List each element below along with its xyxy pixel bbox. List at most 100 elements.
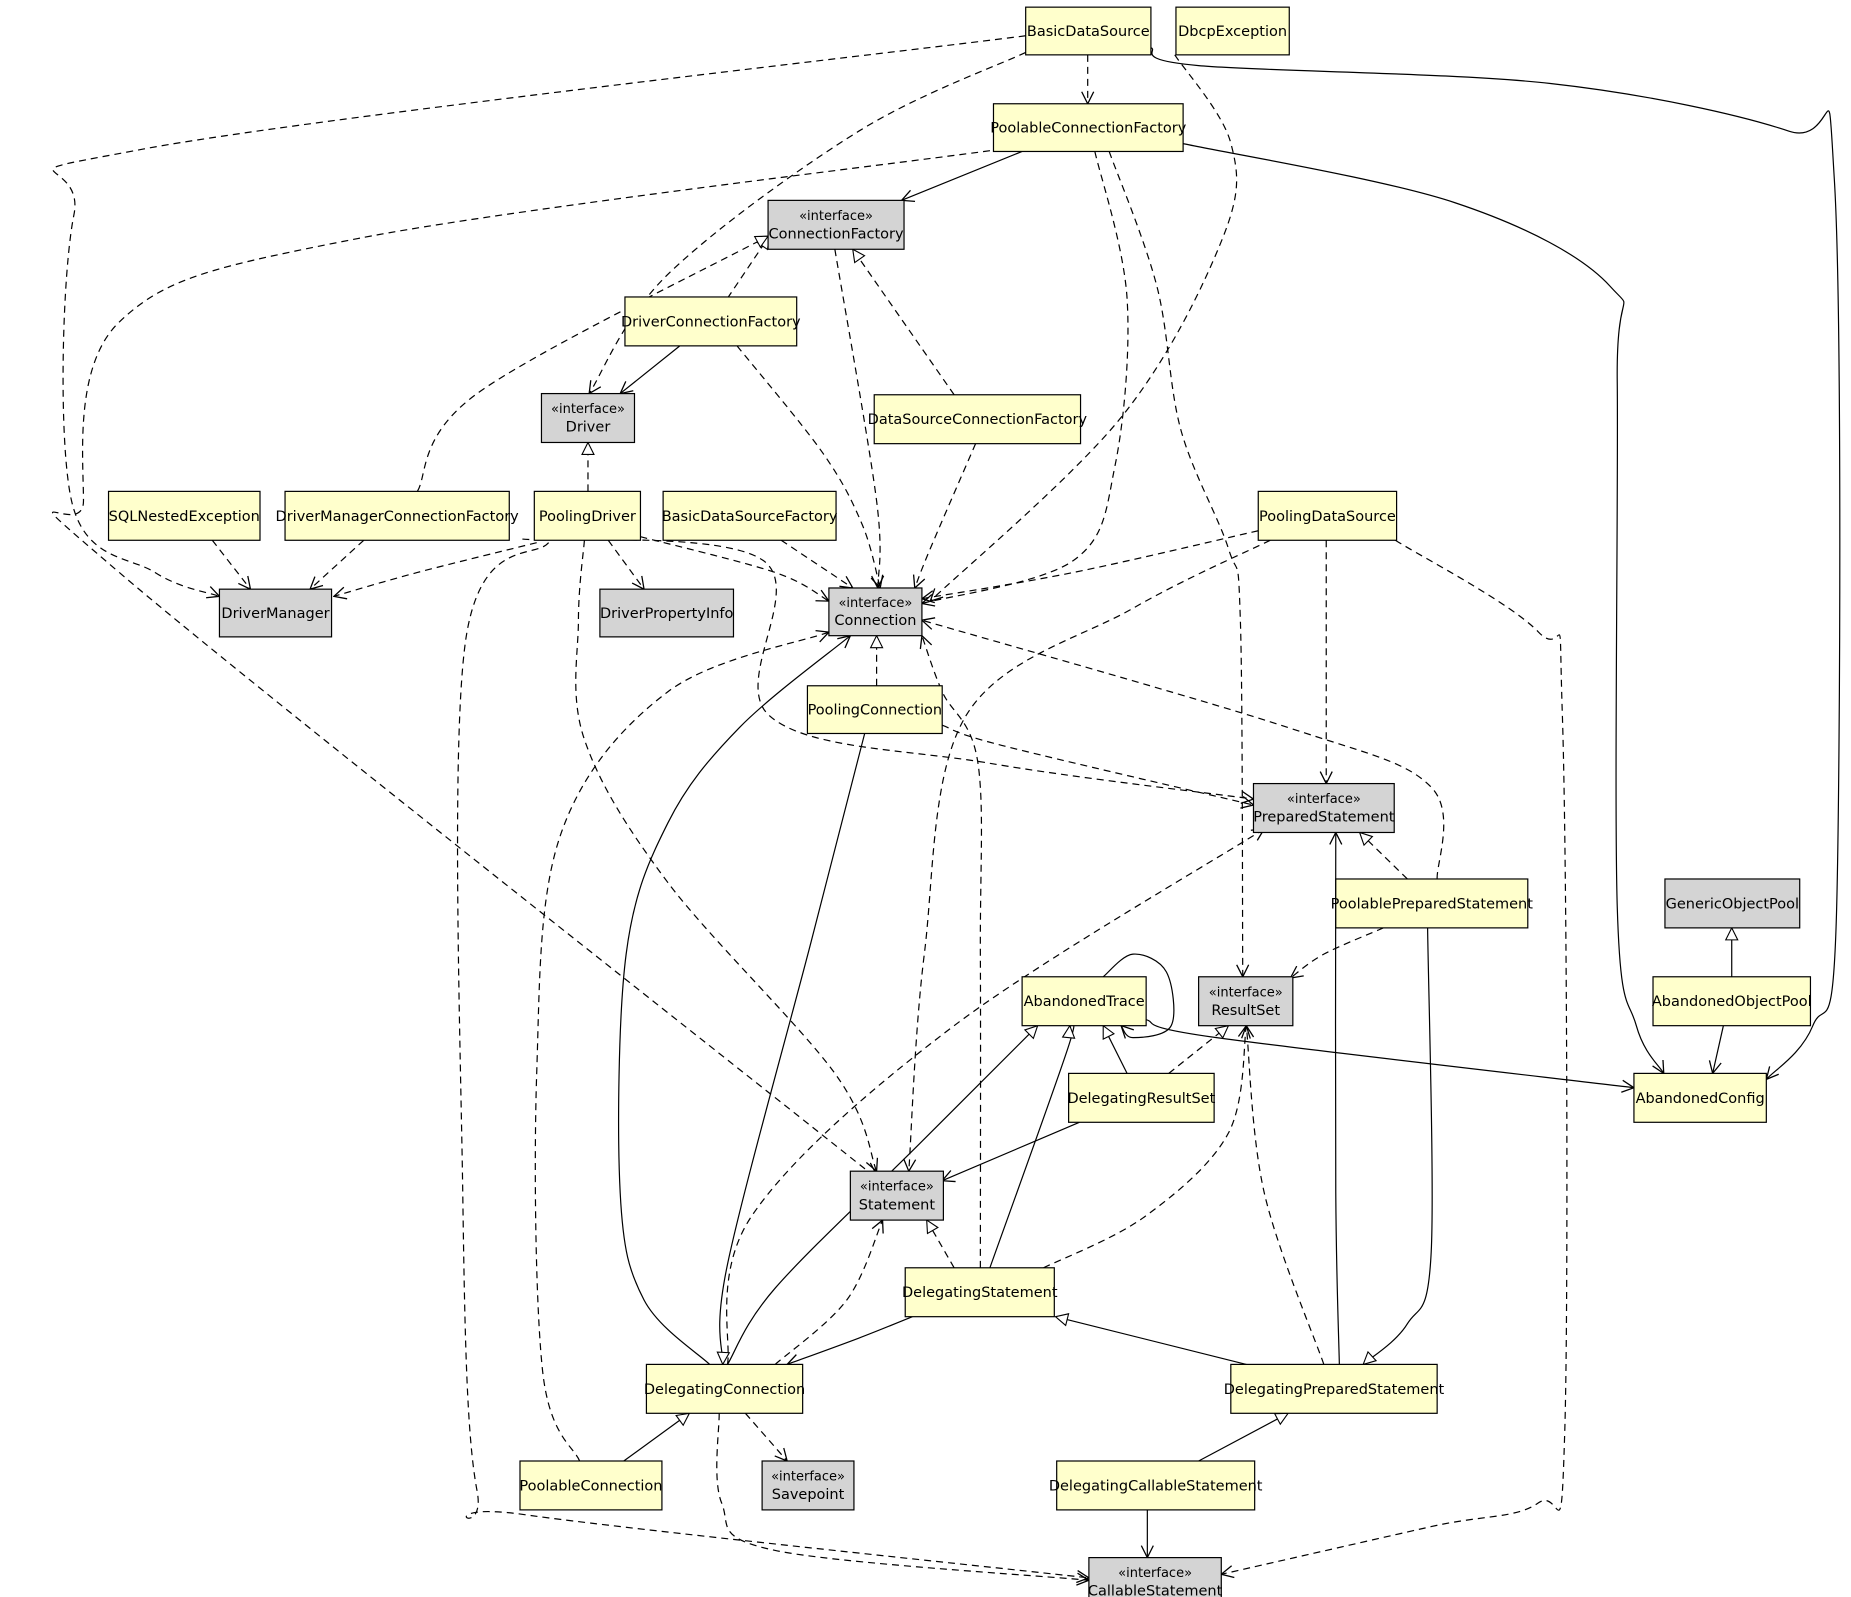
node-DriverManagerConnectionFactory[interactable]: DriverManagerConnectionFactory <box>276 490 520 541</box>
node-BasicDataSource[interactable]: BasicDataSource <box>1025 6 1152 56</box>
edge-association-PoolableConnectionFactory-to-ConnectionFactory <box>902 150 1023 200</box>
node-DataSourceConnectionFactory[interactable]: DataSourceConnectionFactory <box>868 394 1088 445</box>
edge-dependency-DelegatingStatement-to-ResultSet <box>1043 1026 1247 1269</box>
node-PoolableConnectionFactory-label: PoolableConnectionFactory <box>990 121 1186 137</box>
node-DelegatingResultSet-label: DelegatingResultSet <box>1067 1091 1215 1107</box>
node-DriverConnectionFactory-label: DriverConnectionFactory <box>621 314 801 330</box>
node-BasicDataSourceFactory-box <box>662 490 837 541</box>
node-ResultSet[interactable]: «interface»ResultSet <box>1198 976 1294 1027</box>
node-PoolingDriver-label: PoolingDriver <box>539 509 636 525</box>
node-PoolableConnection-box <box>519 1460 663 1511</box>
node-DelegatingConnection-box <box>645 1363 804 1414</box>
node-ResultSet-label: ResultSet <box>1211 1003 1280 1019</box>
node-Statement[interactable]: «interface»Statement <box>849 1170 944 1221</box>
node-DriverConnectionFactory-box <box>624 296 798 347</box>
edge-association-DelegatingStatement-to-DelegatingConnection <box>787 1316 913 1365</box>
node-Savepoint-label: Savepoint <box>772 1487 845 1503</box>
edge-dependency-PoolingDriver-to-DriverPropertyInfo <box>607 539 644 589</box>
node-DataSourceConnectionFactory-box <box>873 394 1082 445</box>
node-SQLNestedException-box <box>107 490 261 541</box>
node-SQLNestedException-label: SQLNestedException <box>109 509 260 525</box>
node-DelegatingResultSet-box <box>1068 1072 1215 1123</box>
node-ConnectionFactory-box <box>767 199 905 250</box>
node-AbandonedConfig[interactable]: AbandonedConfig <box>1633 1072 1767 1123</box>
node-Savepoint[interactable]: «interface»Savepoint <box>761 1460 855 1511</box>
edge-dependency-PoolingDataSource-to-Connection <box>922 530 1259 599</box>
edge-realization-PoolablePreparedStatement-to-PreparedStatement <box>1360 832 1408 880</box>
node-DriverManagerConnectionFactory-box <box>284 490 510 541</box>
node-AbandonedObjectPool-label: AbandonedObjectPool <box>1652 994 1812 1010</box>
edge-dependency-BasicDataSourceFactory-to-Connection <box>780 539 853 588</box>
node-Statement-box <box>849 1170 944 1221</box>
node-AbandonedTrace-box <box>1021 976 1147 1027</box>
edge-dependency-SQLNestedException-to-DriverManager <box>211 539 250 589</box>
node-DelegatingCallableStatement[interactable]: DelegatingCallableStatement <box>1049 1460 1263 1511</box>
node-PoolingConnection-label: PoolingConnection <box>808 703 942 719</box>
edge-dependency-PoolablePreparedStatement-to-ResultSet <box>1290 927 1384 978</box>
edge-dependency-PoolingDriver-to-DriverManager <box>334 542 537 597</box>
node-PoolableConnectionFactory-box <box>992 103 1184 153</box>
node-DriverPropertyInfo[interactable]: DriverPropertyInfo <box>599 588 735 638</box>
edge-dependency-ConnectionFactory-to-Connection <box>834 249 880 588</box>
edge-generalization-PoolablePreparedStatement-to-DelegatingPreparedStatement <box>1363 927 1433 1365</box>
edge-dependency-PoolingConnection-to-PreparedStatement <box>942 724 1253 805</box>
node-DelegatingPreparedStatement-box <box>1230 1363 1438 1414</box>
node-PoolingDriver[interactable]: PoolingDriver <box>533 490 642 541</box>
node-DelegatingCallableStatement-box <box>1056 1460 1256 1511</box>
edge-dependency-PoolableConnection-to-Connection <box>534 632 829 1462</box>
edge-dependency-PoolingDriver-to-Statement <box>575 540 877 1171</box>
edge-dependency-PoolingDataSource-to-CallableStatement <box>1221 539 1568 1574</box>
node-DelegatingConnection[interactable]: DelegatingConnection <box>644 1363 805 1414</box>
edge-dependency-DelegatingStatement-to-Connection <box>922 636 983 1268</box>
nodes-layer: BasicDataSource DbcpExceptionPoolableConn… <box>107 6 1812 1597</box>
node-AbandonedTrace[interactable]: AbandonedTrace <box>1021 976 1147 1027</box>
node-AbandonedConfig-label: AbandonedConfig <box>1636 1091 1765 1107</box>
edge-association-AbandonedTrace-to-AbandonedConfig <box>1145 1019 1634 1088</box>
edge-association-DriverConnectionFactory-to-Driver <box>620 345 681 394</box>
node-PoolablePreparedStatement-label: PoolablePreparedStatement <box>1331 896 1534 912</box>
node-CallableStatement[interactable]: «interface»CallableStatement <box>1088 1557 1223 1597</box>
node-PoolingDataSource[interactable]: PoolingDataSource <box>1257 490 1398 541</box>
edges-layer <box>51 35 1841 1580</box>
node-BasicDataSource-label: BasicDataSource <box>1027 24 1150 40</box>
edge-dependency-PoolablePreparedStatement-to-Connection <box>922 620 1445 880</box>
node-GenericObjectPool[interactable]: GenericObjectPool <box>1664 878 1801 929</box>
node-PoolingConnection[interactable]: PoolingConnection <box>806 685 943 735</box>
node-Driver[interactable]: «interface»Driver <box>540 392 636 444</box>
node-BasicDataSourceFactory[interactable]: BasicDataSourceFactory <box>662 490 838 541</box>
node-ConnectionFactory[interactable]: «interface»ConnectionFactory <box>767 199 905 250</box>
node-Statement-label: Statement <box>859 1197 936 1213</box>
node-PoolablePreparedStatement[interactable]: PoolablePreparedStatement <box>1331 878 1534 929</box>
node-PoolingConnection-box <box>806 685 943 735</box>
node-PreparedStatement[interactable]: «interface»PreparedStatement <box>1252 782 1395 834</box>
edge-dependency-DelegatingConnection-to-CallableStatement <box>716 1413 1089 1580</box>
node-PoolableConnectionFactory[interactable]: PoolableConnectionFactory <box>990 103 1187 153</box>
node-DriverConnectionFactory[interactable]: DriverConnectionFactory <box>621 296 801 347</box>
node-SQLNestedException[interactable]: SQLNestedException <box>107 490 261 541</box>
node-PoolableConnection[interactable]: PoolableConnection <box>519 1460 663 1511</box>
node-DelegatingResultSet[interactable]: DelegatingResultSet <box>1067 1072 1216 1123</box>
node-CallableStatement-label: CallableStatement <box>1088 1584 1223 1597</box>
node-AbandonedConfig-box <box>1633 1072 1767 1123</box>
edge-dependency-BasicDataSource-to-Connection <box>930 54 1238 601</box>
edge-dependency-PoolingDriver-to-Connection <box>640 536 828 601</box>
node-DelegatingPreparedStatement[interactable]: DelegatingPreparedStatement <box>1224 1363 1445 1414</box>
node-DelegatingStatement-box <box>904 1267 1055 1318</box>
node-Connection[interactable]: «interface»Connection <box>828 587 923 637</box>
node-PoolingDataSource-label: PoolingDataSource <box>1259 509 1396 525</box>
node-DbcpException[interactable]: DbcpException <box>1175 6 1290 56</box>
node-DataSourceConnectionFactory-label: DataSourceConnectionFactory <box>868 412 1088 428</box>
node-AbandonedObjectPool[interactable]: AbandonedObjectPool <box>1652 976 1812 1027</box>
node-DbcpException-box <box>1175 6 1290 56</box>
node-DriverPropertyInfo-box <box>599 588 735 638</box>
node-DbcpException-label: DbcpException <box>1178 24 1287 40</box>
edge-generalization-PoolingConnection-to-DelegatingConnection <box>720 733 866 1364</box>
node-PreparedStatement-stereotype: «interface» <box>1287 792 1361 807</box>
node-DriverManager-box <box>218 588 333 638</box>
edge-association-DelegatingResultSet-to-Statement <box>942 1121 1080 1180</box>
node-DelegatingConnection-label: DelegatingConnection <box>644 1382 805 1398</box>
edge-dependency-DriverConnectionFactory-to-Connection <box>736 345 880 588</box>
node-DelegatingStatement[interactable]: DelegatingStatement <box>902 1267 1058 1318</box>
node-DriverManager[interactable]: DriverManager <box>218 588 333 638</box>
